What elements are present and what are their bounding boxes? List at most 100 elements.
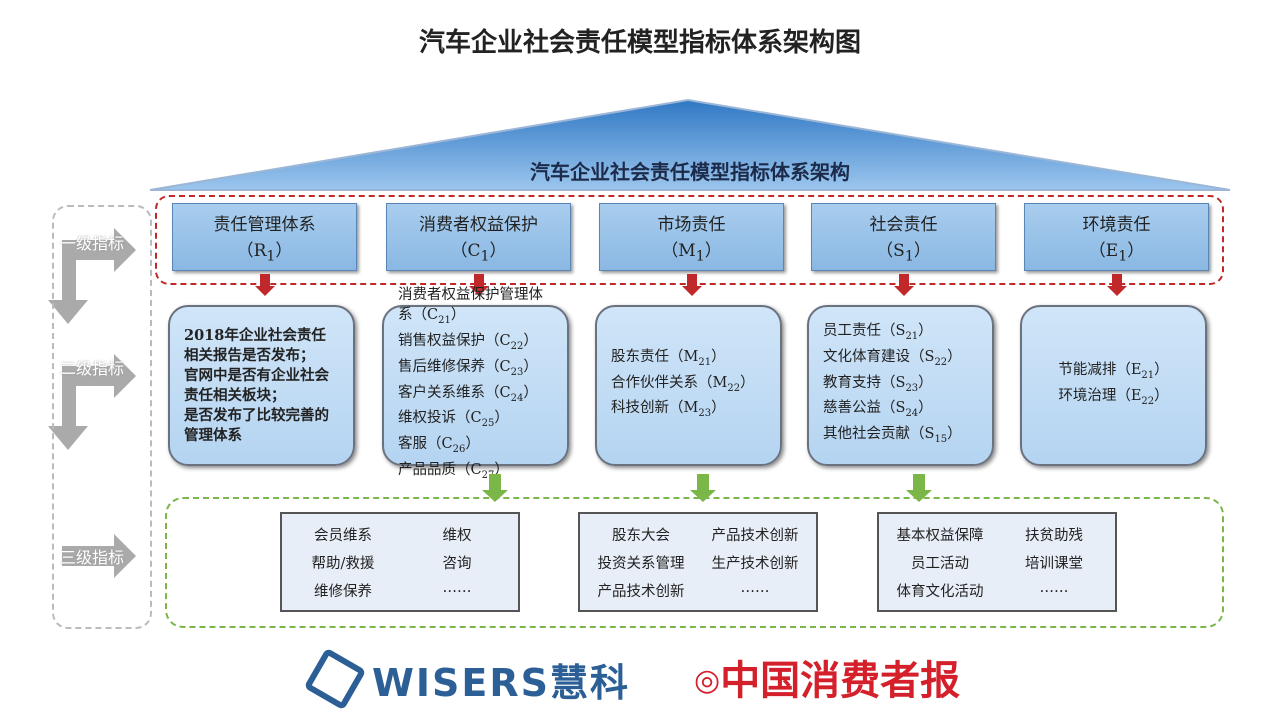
item-text: 节能减排: [1058, 361, 1117, 378]
level2-item: 消费者权益保护管理体系（C21）: [398, 286, 543, 326]
level2-item: 客服（C26）: [398, 436, 480, 456]
level1-name: 社会责任: [869, 215, 938, 235]
level3-item: 产品技术创新: [711, 527, 799, 544]
item-text: 消费者权益保护管理体系: [398, 286, 543, 323]
level1-box: 社会责任 （S1）: [811, 203, 996, 271]
level3-item: ……: [442, 579, 472, 596]
code-letter: M: [683, 400, 699, 417]
level2-item: 员工责任（S21）: [823, 322, 933, 342]
cnr-logo-text: 中国消费者报: [720, 657, 961, 704]
level2-box: 股东责任（M21） 合作伙伴关系（M22） 科技创新（M23）: [595, 305, 782, 466]
level1-code: （E1）: [1088, 241, 1145, 265]
level3-box: 基本权益保障扶贫助残员工活动培训课堂体育文化活动……: [877, 512, 1117, 612]
code-letter: C: [499, 332, 511, 349]
code-letter: C: [470, 462, 482, 479]
level2-item: 文化体育建设（S22）: [823, 348, 962, 368]
level2-item: 股东责任（M21）: [611, 348, 726, 368]
level3-item: 维权: [442, 527, 472, 544]
code-letter: C: [427, 306, 439, 323]
code-sub: 22: [510, 340, 524, 352]
code-sub: 27: [481, 470, 495, 482]
item-text: 客服: [398, 436, 427, 453]
red-down-arrow-icon: [469, 274, 489, 296]
level1-box: 消费者权益保护（C1）: [386, 203, 571, 271]
code-letter: M: [712, 374, 728, 391]
level2-item: 售后维修保养（C23）: [398, 358, 538, 378]
side-label-level3: 三级指标: [60, 548, 125, 567]
item-text: 2018年企业社会责任相关报告是否发布；: [184, 326, 326, 364]
item-text: 产品品质: [398, 462, 456, 479]
level2-item: 环境治理（E22）: [1058, 387, 1169, 407]
item-text: 是否发布了比较完善的管理体系: [184, 406, 329, 444]
code-letter: E: [1105, 241, 1119, 261]
cnr-emblem-icon: ◎: [694, 663, 721, 698]
code-letter: C: [470, 410, 482, 427]
level3-item: 扶贫助残: [1025, 527, 1083, 544]
level3-item: 基本权益保障: [896, 527, 984, 544]
level2-item: 2018年企业社会责任相关报告是否发布；: [184, 326, 339, 366]
level3-item: ……: [740, 579, 770, 596]
code-sub: 21: [698, 356, 712, 368]
item-text: 销售权益保护: [398, 332, 485, 349]
item-text: 教育支持: [823, 374, 881, 391]
level2-box: 2018年企业社会责任相关报告是否发布；官网中是否有企业社会责任相关板块；是否发…: [168, 305, 355, 466]
side-arrow-2: [48, 354, 136, 450]
side-arrow-3: [62, 534, 136, 578]
code-sub: 15: [934, 434, 948, 446]
code-letter: S: [893, 241, 905, 261]
red-down-arrow-icon: [1107, 274, 1127, 296]
level1-box: 市场责任（M1）: [599, 203, 784, 271]
green-down-arrow-icon: [690, 474, 716, 502]
code-sub: 1: [904, 248, 914, 265]
item-text: 维权投诉: [398, 410, 456, 427]
item-text: 合作伙伴关系: [611, 374, 698, 391]
level3-item: 生产技术创新: [711, 555, 799, 572]
code-letter: S: [924, 348, 935, 365]
level3-item: 员工活动: [911, 555, 969, 572]
level2-box: 员工责任（S21）文化体育建设（S22）教育支持（S23）慈善公益（S24）其他…: [807, 305, 994, 466]
item-text: 环境治理: [1058, 387, 1117, 404]
wisers-logo: WISERS慧科: [303, 647, 630, 711]
code-sub: 1: [1118, 248, 1128, 265]
red-down-arrow-icon: [255, 274, 275, 296]
item-text: 慈善公益: [823, 400, 881, 417]
level2-item: 节能减排（E21）: [1058, 361, 1169, 381]
level1-name: 责任管理体系: [213, 215, 316, 235]
side-label-level2: 二级指标: [60, 359, 125, 378]
level2-item: 官网中是否有企业社会责任相关板块；: [184, 366, 339, 406]
roof-triangle: [149, 98, 1231, 191]
cnr-logo: ◎中国消费者报: [694, 648, 960, 706]
level2-item: 维权投诉（C25）: [398, 410, 509, 430]
level3-box: 会员维系维权帮助/救援咨询维修保养……: [280, 512, 520, 612]
page-title: 汽车企业社会责任模型指标体系架构图: [418, 28, 861, 58]
code-sub: 22: [1141, 395, 1155, 407]
level3-item: 维修保养: [314, 583, 372, 600]
red-down-arrow-icon: [894, 274, 914, 296]
level3-box: 股东大会产品技术创新投资关系管理生产技术创新产品技术创新……: [578, 512, 818, 612]
level1-name: 市场责任: [657, 215, 726, 235]
level1-code: （S1）: [876, 241, 931, 265]
item-text: 客户关系维系: [398, 384, 485, 401]
level2-box: 节能减排（E21） 环境治理（E22）: [1020, 305, 1207, 466]
code-sub: 23: [510, 366, 524, 378]
item-text: 股东责任: [611, 348, 669, 365]
level2-item: 科技创新（M23）: [611, 400, 726, 420]
level3-item: 咨询: [442, 555, 472, 572]
level1-code: （R1）: [236, 241, 293, 265]
level3-item: 帮助/救援: [311, 555, 375, 572]
code-letter: M: [678, 241, 696, 261]
side-label-level1: 一级指标: [60, 234, 125, 253]
level2-item: 产品品质（C27）: [398, 462, 509, 482]
level2-item: 是否发布了比较完善的管理体系: [184, 406, 339, 446]
level3-item: 产品技术创新: [597, 583, 685, 600]
level2-item: 合作伙伴关系（M22）: [611, 374, 755, 394]
code-letter: C: [441, 436, 453, 453]
level1-code: （C1）: [450, 241, 507, 265]
code-sub: 24: [510, 392, 524, 404]
code-sub: 1: [480, 248, 490, 265]
green-down-arrow-icon: [906, 474, 932, 502]
item-text: 科技创新: [611, 400, 669, 417]
level2-item: 慈善公益（S24）: [823, 400, 933, 420]
code-sub: 25: [481, 418, 495, 430]
